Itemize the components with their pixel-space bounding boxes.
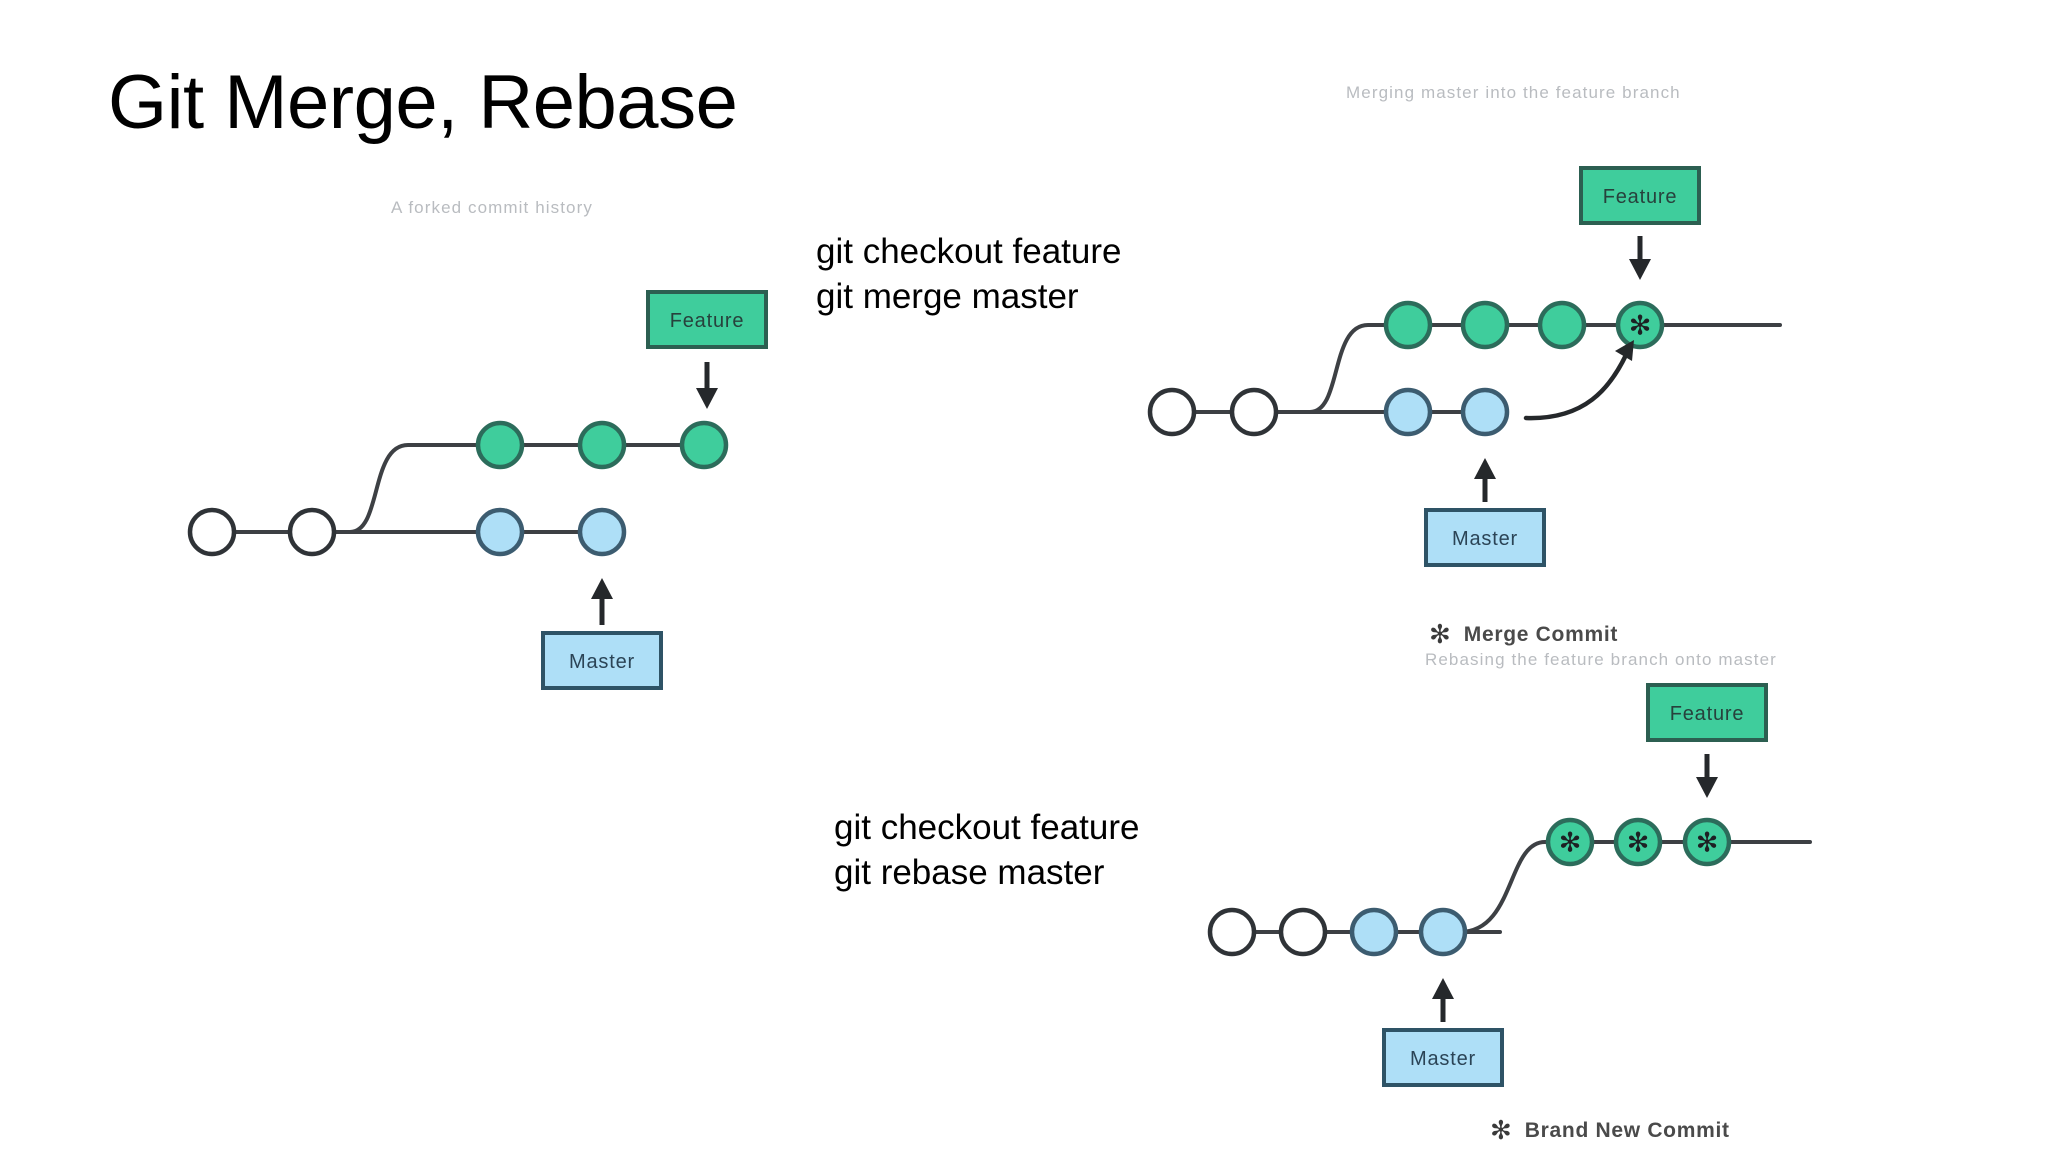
master-label-box bbox=[1424, 508, 1546, 567]
asterisk-icon: ✻ bbox=[1490, 1115, 1512, 1145]
rebase-command-line-1: git checkout feature bbox=[834, 808, 1140, 847]
commit-node-feature-3 bbox=[1537, 300, 1587, 350]
feature-label-text: Feature bbox=[1603, 186, 1678, 208]
rebase-command-line-2: git rebase master bbox=[834, 852, 1105, 892]
commit-node-merge-commit bbox=[1615, 300, 1665, 350]
feature-down-arrow-icon bbox=[1629, 236, 1651, 280]
legend-brand-new-commit: ✻ Brand New Commit bbox=[1490, 1115, 1730, 1145]
commit-node-base-2 bbox=[1278, 907, 1328, 957]
commit-node-feature-3 bbox=[679, 420, 729, 470]
master-label-box bbox=[1382, 1028, 1504, 1087]
diagram-2-caption: Merging master into the feature branch bbox=[1346, 83, 1681, 102]
commit-node-base-2 bbox=[1229, 387, 1279, 437]
master-label-box bbox=[541, 631, 663, 690]
merge-commands-block: git checkout feature git merge master bbox=[816, 230, 1121, 320]
rebased-commit-3-asterisk-icon: ✻ bbox=[1696, 828, 1719, 859]
feature-down-arrow-icon bbox=[1696, 754, 1718, 798]
commit-node-master-1 bbox=[1383, 387, 1433, 437]
feature-label-box bbox=[646, 290, 768, 349]
feature-branch-line bbox=[1308, 323, 1782, 414]
rebased-commit-1-asterisk-icon: ✻ bbox=[1559, 828, 1582, 859]
commit-node-rebased-2 bbox=[1613, 817, 1663, 867]
diagram-rebase-feature-onto-master: ✻ ✻ ✻ Feature Master bbox=[1207, 683, 1975, 1100]
commit-node-master-1 bbox=[475, 507, 525, 557]
page-title: Git Merge, Rebase bbox=[108, 60, 738, 145]
diagram-forked-history: Feature Master bbox=[150, 270, 770, 690]
master-up-arrow-icon bbox=[1432, 978, 1454, 1022]
master-label-text: Master bbox=[569, 651, 635, 673]
master-label-text: Master bbox=[1452, 528, 1518, 550]
legend-merge-commit-label: Merge Commit bbox=[1463, 623, 1619, 646]
feature-branch-line bbox=[348, 443, 692, 534]
commit-node-master-2 bbox=[577, 507, 627, 557]
commit-node-rebased-3 bbox=[1682, 817, 1732, 867]
legend-merge-commit: ✻ Merge Commit bbox=[1429, 619, 1619, 649]
master-label-text: Master bbox=[1410, 1048, 1476, 1070]
commit-node-feature-2 bbox=[577, 420, 627, 470]
diagram-merge-master-into-feature: ✻ Feature Master bbox=[1147, 150, 1940, 570]
diagram-3-caption: Rebasing the feature branch onto master bbox=[1425, 650, 1777, 669]
commit-node-rebased-1 bbox=[1545, 817, 1595, 867]
rebased-feature-branch-line bbox=[1458, 840, 1812, 934]
rebase-commands-block: git checkout feature git rebase master bbox=[834, 806, 1139, 896]
asterisk-icon: ✻ bbox=[1429, 619, 1451, 649]
feature-label-box bbox=[1646, 683, 1768, 742]
merge-commit-asterisk-icon: ✻ bbox=[1629, 311, 1652, 342]
commit-node-base-1 bbox=[1147, 387, 1197, 437]
commit-node-master-1 bbox=[1349, 907, 1399, 957]
commit-node-feature-1 bbox=[475, 420, 525, 470]
feature-label-box bbox=[1579, 166, 1701, 225]
merge-command-line-1: git checkout feature bbox=[816, 232, 1122, 271]
commit-node-feature-2 bbox=[1460, 300, 1510, 350]
feature-down-arrow-icon bbox=[696, 362, 718, 409]
feature-label-text: Feature bbox=[670, 310, 745, 332]
commit-node-base-1 bbox=[187, 507, 237, 557]
master-up-arrow-icon bbox=[591, 578, 613, 625]
rebased-commit-2-asterisk-icon: ✻ bbox=[1627, 828, 1650, 859]
commit-node-master-2 bbox=[1418, 907, 1468, 957]
legend-brand-new-commit-label: Brand New Commit bbox=[1524, 1119, 1730, 1142]
commit-node-base-2 bbox=[287, 507, 337, 557]
commit-node-master-2 bbox=[1460, 387, 1510, 437]
commit-node-base-1 bbox=[1207, 907, 1257, 957]
feature-label-text: Feature bbox=[1670, 703, 1745, 725]
diagram-1-caption: A forked commit history bbox=[391, 198, 593, 217]
merge-arrow-icon bbox=[1523, 340, 1634, 421]
commit-node-feature-1 bbox=[1383, 300, 1433, 350]
merge-command-line-2: git merge master bbox=[816, 276, 1079, 316]
master-up-arrow-icon bbox=[1474, 458, 1496, 502]
